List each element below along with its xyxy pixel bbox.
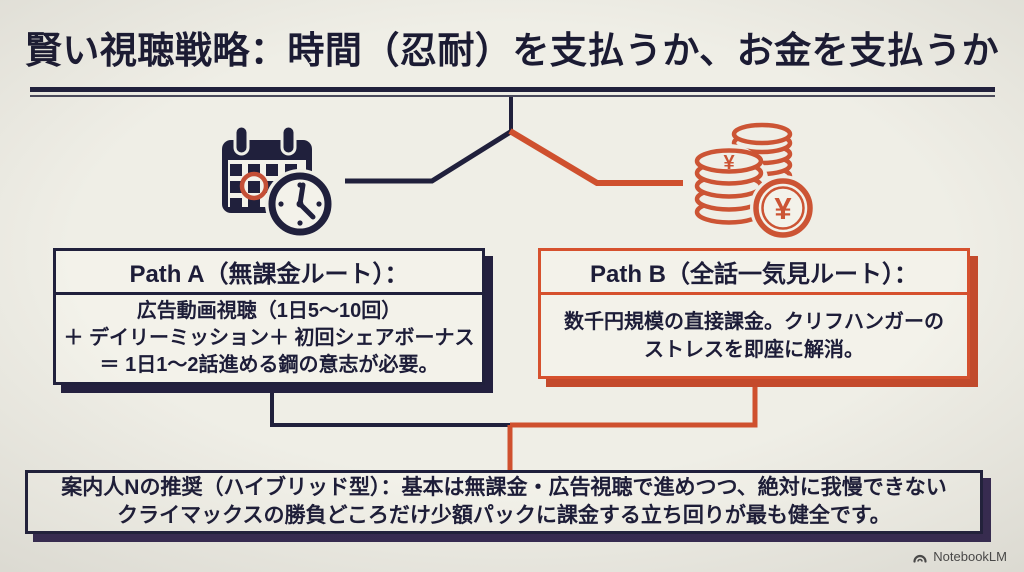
path-b-line: 数千円規模の直接課金。クリフハンガーの xyxy=(564,310,944,333)
title-divider-thin xyxy=(30,95,995,97)
title-divider-thick xyxy=(30,87,995,92)
path-b-header: Path B（全話一気見ルート）： xyxy=(541,251,967,295)
path-b-line: ストレスを即座に解消。 xyxy=(644,338,864,361)
yen-symbol: ¥ xyxy=(723,152,735,174)
recommendation-line: クライマックスの勝負どころだけ少額パックに課金する立ち回りが最も健全です。 xyxy=(117,504,891,527)
highlighted-date-circle xyxy=(239,171,269,201)
page-title: 賢い視聴戦略：時間（忍耐）を支払うか、お金を支払うか xyxy=(24,30,1000,71)
calendar-clock-icon xyxy=(222,124,335,239)
path-b-branch-line xyxy=(508,128,683,186)
calendar-ring xyxy=(233,124,250,156)
recommendation-card: 案内人Nの推奨（ハイブリッド型）：基本は無課金・広告視聴で進めつつ、絶対に我慢で… xyxy=(25,470,983,534)
path-a-branch-line xyxy=(345,128,514,184)
path-a-line: 広告動画視聴（1日5〜10回） xyxy=(136,300,402,322)
notebooklm-logo-icon xyxy=(913,554,927,563)
notebooklm-watermark: NotebookLM xyxy=(912,549,1007,564)
recommendation-line: 案内人Nの推奨（ハイブリッド型）：基本は無課金・広告視聴で進めつつ、絶対に我慢で… xyxy=(61,476,947,499)
path-b-connector-line xyxy=(510,381,758,428)
path-a-body: 広告動画視聴（1日5〜10回） ＋ デイリーミッション＋ 初回シェアボーナス ＝… xyxy=(56,295,482,382)
path-b-body: 数千円規模の直接課金。クリフハンガーの ストレスを即座に解消。 xyxy=(541,295,967,376)
path-a-card: Path A（無課金ルート）： 広告動画視聴（1日5〜10回） ＋ デイリーミッ… xyxy=(53,248,485,385)
yen-coins-icon: ¥ ¥ xyxy=(689,122,816,241)
path-a-line: ＝ 1日1〜2話進める鋼の意志が必要。 xyxy=(99,354,439,376)
calendar-ring xyxy=(280,124,297,156)
yen-coin xyxy=(753,178,813,238)
path-b-card: Path B（全話一気見ルート）： 数千円規模の直接課金。クリフハンガーの スト… xyxy=(538,248,970,379)
recommendation-body: 案内人Nの推奨（ハイブリッド型）：基本は無課金・広告視聴で進めつつ、絶対に我慢で… xyxy=(61,473,946,531)
notebooklm-label: NotebookLM xyxy=(933,549,1007,564)
path-a-header: Path A（無課金ルート）： xyxy=(56,251,482,295)
front-coin-stack xyxy=(694,148,764,225)
yen-symbol: ¥ xyxy=(774,191,792,226)
path-a-connector-line xyxy=(270,388,512,427)
path-a-line: ＋ デイリーミッション＋ 初回シェアボーナス xyxy=(63,327,475,349)
